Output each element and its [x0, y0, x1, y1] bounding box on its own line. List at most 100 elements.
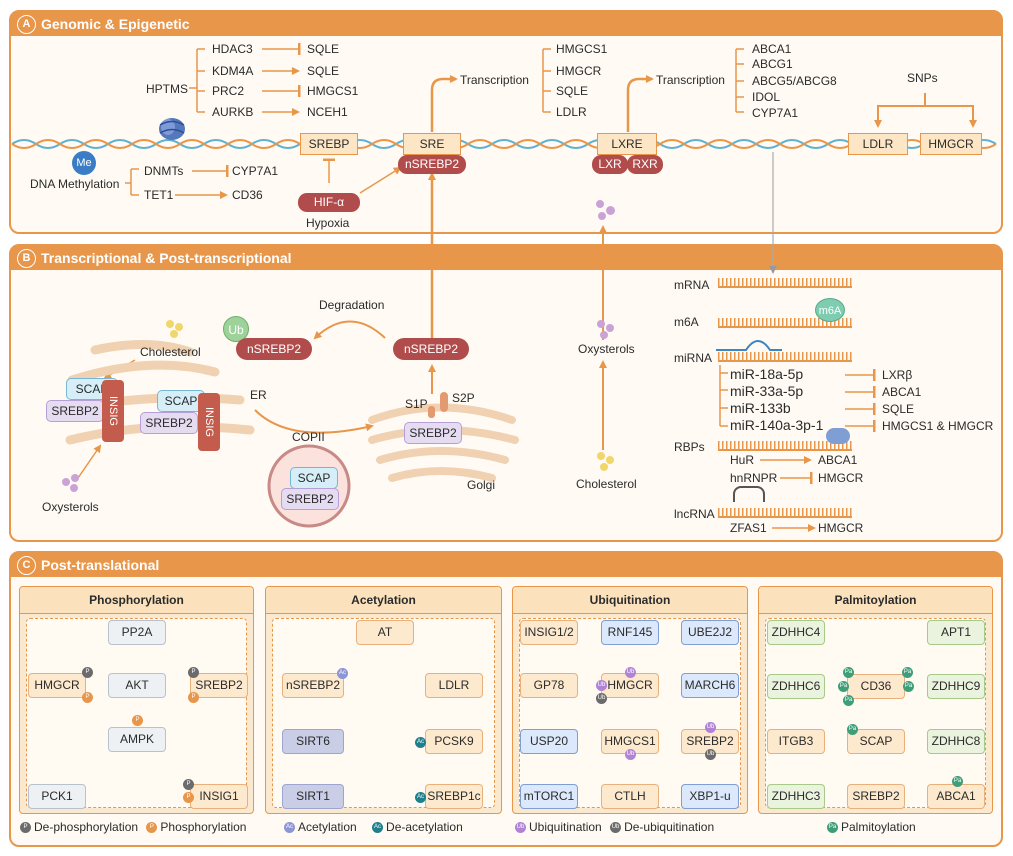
- insig-protein: INSIG: [198, 393, 220, 451]
- er-label: ER: [250, 388, 267, 402]
- subpanel-inner: [26, 618, 247, 808]
- dephospho-badge: P: [188, 667, 199, 678]
- snps-label: SNPs: [907, 71, 938, 85]
- rbp-protein-icon: [826, 428, 850, 444]
- m6a-label: m6A: [674, 315, 699, 329]
- ampk-node: AMPK: [108, 727, 166, 752]
- scap-protein: SCAP: [290, 467, 338, 489]
- cd36-label: CD36: [232, 188, 263, 202]
- palm-badge: Pa: [843, 667, 854, 678]
- hnrnpr-target: HMGCR: [818, 471, 864, 485]
- lxre-box: LXRE: [597, 133, 657, 155]
- srebp2-protein: SREBP2: [46, 400, 104, 422]
- pcsk9-node: PCSK9: [425, 729, 483, 754]
- srebp1c-node: SREBP1c: [425, 784, 483, 809]
- insig-label: INSIG: [203, 407, 215, 437]
- palm-badge: Pa: [952, 776, 963, 787]
- mirna-target-sqle: SQLE: [882, 402, 915, 416]
- sre-target-hmgcr: HMGCR: [556, 64, 602, 78]
- mirna-label: miRNA: [674, 351, 712, 365]
- zdhhc4-node: ZDHHC4: [767, 620, 825, 645]
- legend-palm-label: Palmitoylation: [841, 820, 916, 834]
- panel-letter: C: [17, 556, 36, 575]
- legend-ubiq-label: Ubiquitination: [529, 820, 602, 834]
- lncrna-label: lncRNA: [674, 507, 715, 521]
- lxr-protein: LXR: [592, 155, 628, 174]
- ldlr-node: LDLR: [425, 673, 483, 698]
- zdhhc3-node: ZDHHC3: [767, 784, 825, 809]
- mirna-18a: miR-18a-5p: [730, 366, 804, 382]
- palm-badge: Pa: [902, 667, 913, 678]
- subpanel-title: Acetylation: [266, 587, 501, 614]
- hmgcr-box: HMGCR: [920, 133, 982, 155]
- oxysterol-dots: [62, 474, 86, 494]
- dna-helix: [11, 139, 997, 149]
- abca1-node: ABCA1: [927, 784, 985, 809]
- pp2a-node: PP2A: [108, 620, 166, 645]
- zdhhc9-node: ZDHHC9: [927, 674, 985, 699]
- m6a-strand: [718, 318, 852, 328]
- golgi-label: Golgi: [467, 478, 496, 492]
- hmgcr-node: HMGCR: [28, 673, 86, 698]
- lxre-target-abcg5-abcg8: ABCG5/ABCG8: [752, 74, 837, 88]
- lncrna-loops-icon: [733, 486, 765, 502]
- subpanel-inner: [765, 618, 986, 808]
- deacetyl-badge: Ac: [415, 792, 426, 803]
- at-node: AT: [356, 620, 414, 645]
- akt-node: AKT: [108, 673, 166, 698]
- mrna-label: mRNA: [674, 278, 710, 292]
- legend-deacet-icon: Ac: [372, 822, 384, 834]
- ubiq-badge: Ub: [625, 667, 636, 678]
- palm-badge: Pa: [838, 681, 849, 692]
- transcription-label: Transcription: [460, 73, 529, 87]
- panel-header: A Genomic & Epigenetic: [11, 12, 1001, 36]
- dna-methylation-label: DNA Methylation: [30, 177, 120, 191]
- panel-header: B Transcriptional & Post-transcriptional: [11, 246, 1001, 270]
- mirna-strand: [718, 352, 852, 362]
- scap-node: SCAP: [847, 729, 905, 754]
- legend-dephos-label: De-phosphorylation: [34, 820, 139, 834]
- deubiq-badge: Ub: [596, 693, 607, 704]
- hptms-target-hmgcs1: HMGCS1: [307, 84, 359, 98]
- panel-letter: A: [17, 15, 36, 34]
- ctlh-node: CTLH: [601, 784, 659, 809]
- s1p-protease-icon: [428, 406, 435, 418]
- nucleosome-icon: [159, 118, 185, 140]
- itgb3-node: ITGB3: [767, 729, 825, 754]
- sre-target-hmgcs1: HMGCS1: [556, 42, 608, 56]
- nsrebp2-degraded: nSREBP2: [236, 338, 312, 360]
- scap-protein: SCAP: [157, 390, 205, 412]
- acetyl-badge: Ac: [337, 668, 348, 679]
- mirna-140a: miR-140a-3p-1: [730, 417, 824, 433]
- palm-badge: Pa: [903, 681, 914, 692]
- legend-acet-label: Acetylation: [298, 820, 357, 834]
- subpanel-inner: [272, 618, 495, 808]
- gp78-node: GP78: [520, 673, 578, 698]
- hptms-enzyme-kdm4a: KDM4A: [212, 64, 254, 78]
- sirt6-node: SIRT6: [282, 729, 344, 754]
- phospho-badge: P: [188, 692, 199, 703]
- copii-label: COPII: [292, 430, 325, 444]
- mirna-33a: miR-33a-5p: [730, 383, 804, 399]
- insig12-node: INSIG1/2: [520, 620, 578, 645]
- nsrebp2-node: nSREBP2: [282, 673, 344, 698]
- hptms-enzyme-prc2: PRC2: [212, 84, 245, 98]
- srebp2-node: SREBP2: [190, 673, 248, 698]
- cholesterol-label: Cholesterol: [576, 477, 637, 491]
- sre-box: SRE: [403, 133, 461, 155]
- legend-acet-icon: Ac: [284, 822, 295, 834]
- hptms-target-nceh1: NCEH1: [307, 105, 348, 119]
- cd36-node: CD36: [847, 674, 905, 699]
- ubiq-badge: Ub: [625, 749, 636, 760]
- subpanel-title: Ubiquitination: [513, 587, 747, 614]
- legend-ubiq-icon: Ub: [515, 822, 526, 834]
- cholesterol-dots: [166, 320, 186, 340]
- legend-phos-label: Phosphorylation: [160, 820, 247, 834]
- lncrna-strand: [718, 508, 852, 518]
- oxysterols-label: Oxysterols: [578, 342, 635, 356]
- phospho-badge: P: [132, 715, 143, 726]
- panel-title: Transcriptional & Post-transcriptional: [41, 250, 292, 266]
